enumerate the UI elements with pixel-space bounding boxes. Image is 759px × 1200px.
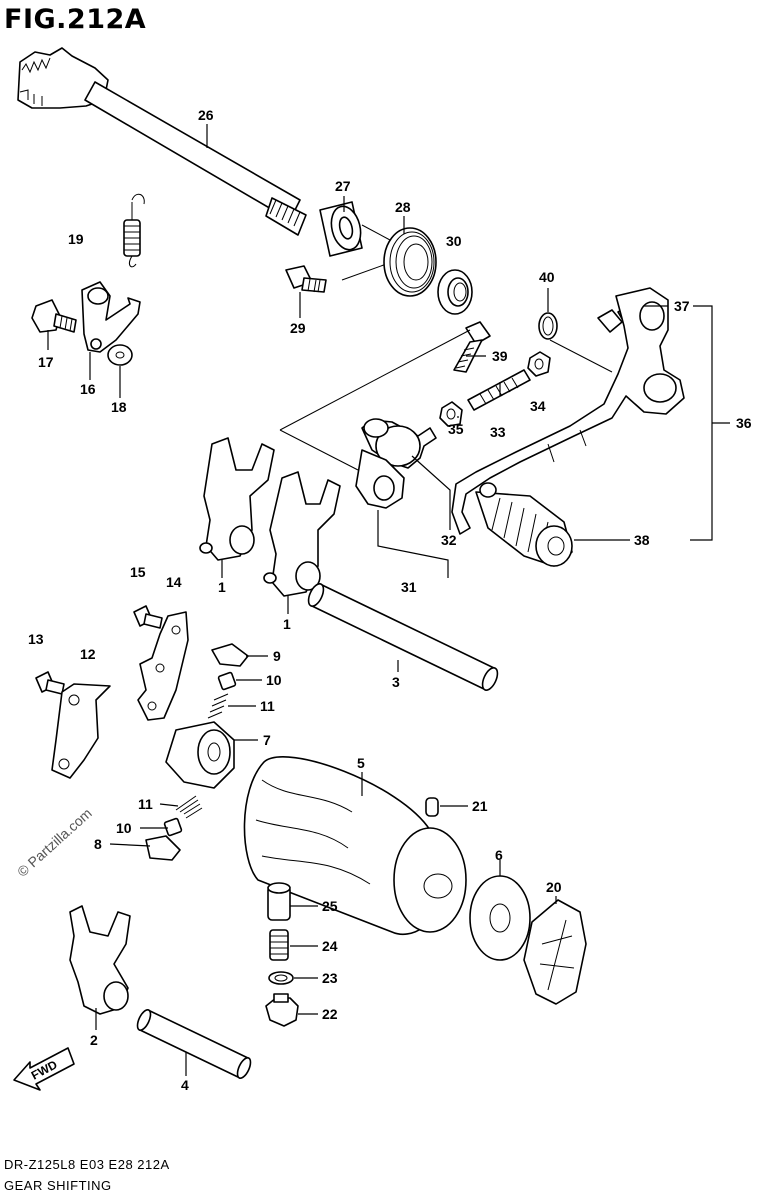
part-21-pin[interactable] xyxy=(425,797,439,817)
callout-20: 20 xyxy=(546,879,562,895)
part-4-fork-shaft[interactable] xyxy=(135,1008,253,1080)
part-6-washer[interactable] xyxy=(469,875,531,961)
callout-2: 2 xyxy=(90,1032,98,1048)
part-17-bolt[interactable] xyxy=(31,299,77,333)
part-33-shift-rod[interactable] xyxy=(467,369,531,411)
callout-11-upper: 11 xyxy=(260,698,275,714)
callout-9: 9 xyxy=(273,648,281,664)
callout-8: 8 xyxy=(94,836,102,852)
part-27-collar[interactable] xyxy=(319,201,365,257)
callout-30: 30 xyxy=(446,233,462,249)
callout-35: 35 xyxy=(448,421,464,437)
part-39-bolt[interactable] xyxy=(453,321,491,373)
callout-22: 22 xyxy=(322,1006,338,1022)
callout-15: 15 xyxy=(130,564,146,580)
part-34-nut[interactable] xyxy=(527,351,551,377)
callout-5: 5 xyxy=(357,755,365,771)
part-19-spring[interactable] xyxy=(123,193,145,268)
part-11-spring-lower[interactable] xyxy=(175,795,203,819)
callout-4: 4 xyxy=(181,1077,189,1093)
callout-25: 25 xyxy=(322,898,338,914)
part-23-o-ring[interactable] xyxy=(268,971,294,985)
figure-title: FIG.212A xyxy=(4,4,147,35)
callout-33: 33 xyxy=(490,424,506,440)
part-5-gearshift-cam[interactable] xyxy=(243,756,467,936)
part-10-pin-lower[interactable] xyxy=(163,817,183,837)
part-28-return-spring[interactable] xyxy=(341,224,437,297)
callout-1-lower: 1 xyxy=(283,616,291,632)
part-1-shift-fork-a[interactable] xyxy=(199,437,275,561)
callout-31: 31 xyxy=(401,579,417,595)
part-29-stopper-bolt[interactable] xyxy=(285,265,327,293)
callout-17: 17 xyxy=(38,354,54,370)
part-2-shift-fork[interactable] xyxy=(69,905,131,1015)
part-9-pawl[interactable] xyxy=(211,643,249,667)
callout-27: 27 xyxy=(335,178,351,194)
part-7-pawl-lifter[interactable] xyxy=(165,721,235,789)
callout-11-lower: 11 xyxy=(138,796,153,812)
part-24-spring[interactable] xyxy=(269,929,289,961)
part-36-gearshift-lever[interactable] xyxy=(451,287,685,535)
part-25-contact[interactable] xyxy=(267,882,291,921)
part-15-screw[interactable] xyxy=(133,605,163,629)
part-10-pin-upper[interactable] xyxy=(217,671,237,691)
callout-29: 29 xyxy=(290,320,306,336)
callout-3: 3 xyxy=(392,674,400,690)
callout-13: 13 xyxy=(28,631,44,647)
callout-12: 12 xyxy=(80,646,96,662)
callout-26: 26 xyxy=(198,107,214,123)
part-38-footrest-rubber[interactable] xyxy=(475,482,573,567)
callout-39: 39 xyxy=(492,348,508,364)
model-code: DR-Z125L8 E03 E28 212A xyxy=(4,1157,170,1172)
part-3-fork-shaft[interactable] xyxy=(305,582,500,693)
part-gearshift-shaft[interactable] xyxy=(17,47,307,236)
part-14-stopper-plate[interactable] xyxy=(137,611,189,721)
callout-21: 21 xyxy=(472,798,488,814)
callout-10-upper: 10 xyxy=(266,672,282,688)
part-16-cam-stopper[interactable] xyxy=(81,281,141,353)
part-22-plug[interactable] xyxy=(265,993,299,1027)
callout-36: 36 xyxy=(736,415,752,431)
part-13-screw[interactable] xyxy=(35,671,65,695)
callout-16: 16 xyxy=(80,381,96,397)
leader-lines xyxy=(47,124,730,1076)
part-18-washer[interactable] xyxy=(107,344,133,366)
callout-14: 14 xyxy=(166,574,182,590)
part-40-circlip[interactable] xyxy=(538,312,558,340)
callout-37: 37 xyxy=(674,298,690,314)
callout-40: 40 xyxy=(539,269,555,285)
callout-28: 28 xyxy=(395,199,411,215)
callout-18: 18 xyxy=(111,399,127,415)
callout-32: 32 xyxy=(441,532,457,548)
callout-10-lower: 10 xyxy=(116,820,132,836)
callout-24: 24 xyxy=(322,938,338,954)
part-32-shift-joint[interactable] xyxy=(361,418,437,469)
part-1-shift-fork-b[interactable] xyxy=(263,471,341,597)
callout-6: 6 xyxy=(495,847,503,863)
part-11-spring-upper[interactable] xyxy=(207,693,229,719)
callout-23: 23 xyxy=(322,970,338,986)
part-35-nut[interactable] xyxy=(439,401,463,427)
part-12-guide-plate[interactable] xyxy=(51,683,111,779)
fwd-arrow-icon: FWD xyxy=(13,1047,75,1091)
part-31-gearshift-arm[interactable] xyxy=(355,449,405,509)
callout-19: 19 xyxy=(68,231,84,247)
callout-7: 7 xyxy=(263,732,271,748)
callout-labels: 26 27 28 30 19 29 40 37 17 16 18 39 34 3… xyxy=(28,107,752,1093)
part-20-cam-gear[interactable] xyxy=(523,899,587,1005)
callout-1-upper: 1 xyxy=(218,579,226,595)
part-8-pawl[interactable] xyxy=(145,835,181,861)
part-30-bushing[interactable] xyxy=(437,269,473,315)
section-name: GEAR SHIFTING xyxy=(4,1178,112,1193)
callout-34: 34 xyxy=(530,398,546,414)
callout-38: 38 xyxy=(634,532,650,548)
